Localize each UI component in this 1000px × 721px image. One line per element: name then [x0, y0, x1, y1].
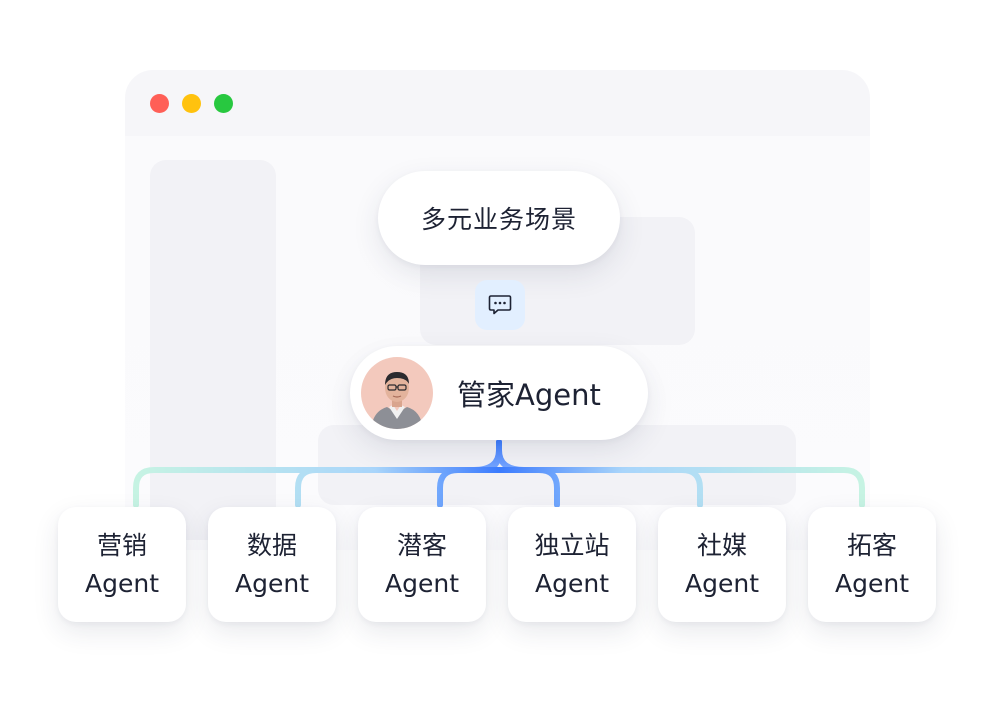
chat-bubble-icon	[488, 295, 512, 315]
scenario-node: 多元业务场景	[378, 171, 620, 265]
agent-name: 潜客	[396, 530, 447, 560]
agent-card-prospect: 潜客 Agent	[358, 507, 486, 622]
agent-suffix: Agent	[85, 568, 159, 598]
window-close-button[interactable]	[150, 94, 169, 113]
chat-badge	[475, 280, 525, 330]
agent-suffix: Agent	[685, 568, 759, 598]
connector-drop	[536, 467, 560, 508]
agent-name: 营销	[96, 530, 147, 560]
butler-agent-label: 管家Agent	[457, 378, 601, 412]
agent-card-data: 数据 Agent	[208, 507, 336, 622]
window-minimize-button[interactable]	[182, 94, 201, 113]
connector-drop	[679, 467, 703, 508]
scenario-label: 多元业务场景	[420, 205, 577, 234]
agent-suffix: Agent	[535, 568, 609, 598]
agent-suffix: Agent	[835, 568, 909, 598]
window-maximize-button[interactable]	[214, 94, 233, 113]
agent-name: 独立站	[534, 530, 610, 560]
butler-agent-node: 管家Agent	[350, 346, 648, 440]
agent-name: 数据	[246, 530, 297, 560]
connector-drop	[437, 467, 461, 508]
connector-stem	[471, 439, 527, 473]
agent-name: 社媒	[696, 530, 747, 560]
placeholder-sidebar	[150, 160, 276, 540]
agent-card-standalone-site: 独立站 Agent	[508, 507, 636, 622]
agent-name: 拓客	[846, 530, 897, 560]
avatar	[361, 357, 433, 429]
connector-drop	[295, 467, 319, 508]
agent-suffix: Agent	[235, 568, 309, 598]
agent-suffix: Agent	[385, 568, 459, 598]
connector-bus	[133, 467, 865, 508]
agent-card-outreach: 拓客 Agent	[808, 507, 936, 622]
agent-card-social-media: 社媒 Agent	[658, 507, 786, 622]
agent-card-marketing: 营销 Agent	[58, 507, 186, 622]
person-avatar-icon	[361, 357, 433, 429]
